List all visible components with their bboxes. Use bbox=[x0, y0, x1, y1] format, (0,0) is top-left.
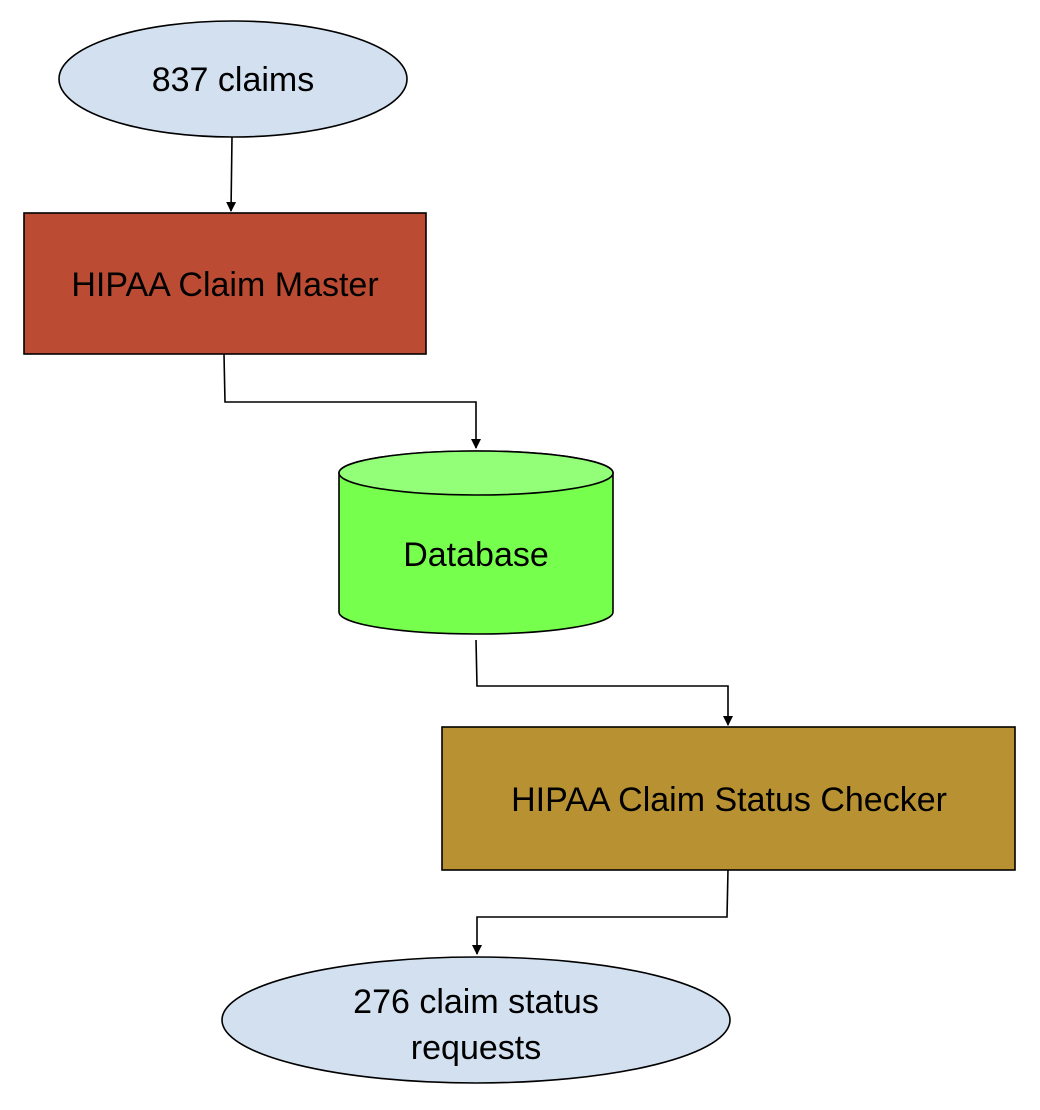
node-claim-master: HIPAA Claim Master bbox=[23, 212, 427, 355]
node-claims-input: 837 claims bbox=[58, 20, 408, 138]
node-status-checker: HIPAA Claim Status Checker bbox=[441, 726, 1016, 871]
claims-input-ellipse bbox=[58, 20, 408, 138]
edge-checker-to-output bbox=[472, 869, 729, 955]
edge-master-to-database bbox=[223, 353, 481, 449]
status-output-ellipse bbox=[221, 956, 731, 1084]
claim-master-label: HIPAA Claim Master bbox=[71, 266, 378, 304]
database-cylinder-top bbox=[338, 450, 614, 496]
edge-claims-to-master bbox=[226, 136, 237, 212]
edge-database-to-checker bbox=[475, 639, 733, 726]
node-database: Database bbox=[338, 450, 614, 635]
claims-input-label: 837 claims bbox=[152, 61, 315, 99]
claim-master-box bbox=[23, 212, 427, 355]
status-checker-box bbox=[441, 726, 1016, 871]
status-output-label-line2: requests bbox=[411, 1029, 541, 1067]
node-status-output: 276 claim status requests bbox=[221, 956, 731, 1084]
status-output-label-line1: 276 claim status bbox=[353, 983, 599, 1021]
database-label: Database bbox=[403, 536, 549, 574]
status-checker-label: HIPAA Claim Status Checker bbox=[511, 781, 947, 819]
